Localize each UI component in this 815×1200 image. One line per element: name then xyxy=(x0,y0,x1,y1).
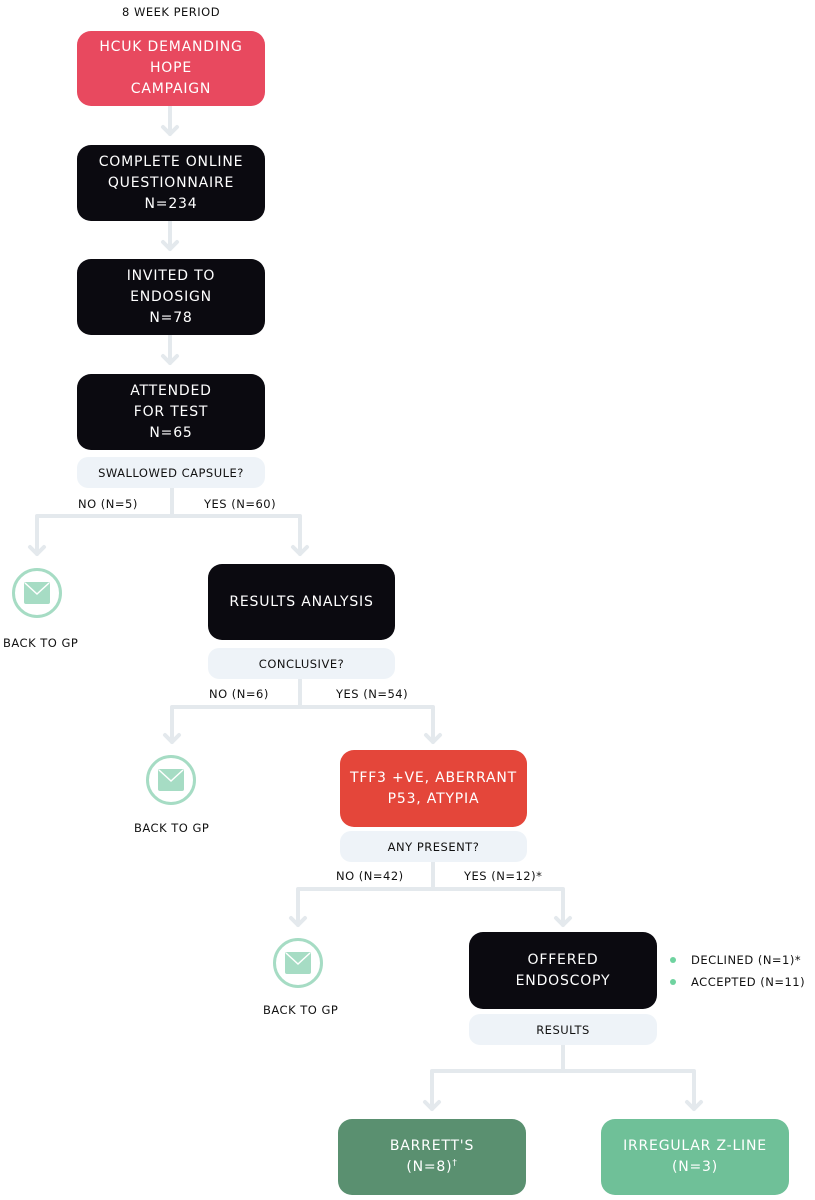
results-question: RESULTS xyxy=(469,1014,657,1045)
accepted-dot xyxy=(670,979,676,985)
connector xyxy=(430,1069,696,1111)
arrowhead xyxy=(291,545,309,556)
arrowhead xyxy=(685,1100,703,1111)
node-line: P53, ATYPIA xyxy=(387,790,480,807)
swallow-no-label: NO (N=5) xyxy=(78,497,138,511)
connector xyxy=(170,705,435,744)
node-line: INVITED TO xyxy=(126,267,216,284)
arrowhead xyxy=(28,545,46,556)
arrowhead xyxy=(423,1100,441,1111)
node-line: TFF3 +VE, ABERRANT xyxy=(350,769,517,786)
envelope-icon xyxy=(273,938,323,988)
attended-node: ATTENDED FOR TEST N=65 xyxy=(77,374,265,450)
swallow-yes-label: YES (N=60) xyxy=(204,497,277,511)
back-to-gp-label: BACK TO GP xyxy=(134,821,210,835)
node-count: N=78 xyxy=(149,309,193,326)
node-line: CAMPAIGN xyxy=(130,81,212,97)
envelope-glyph xyxy=(285,952,311,974)
conclusive-yes-label: YES (N=54) xyxy=(336,687,409,701)
node-count: (N=3) xyxy=(671,1159,719,1175)
envelope-icon xyxy=(146,755,196,805)
node-line: ENDOSCOPY xyxy=(515,972,611,989)
present-no-label: NO (N=42) xyxy=(336,869,404,883)
conclusive-question: CONCLUSIVE? xyxy=(208,648,395,679)
arrowhead xyxy=(424,733,442,744)
barretts-node: BARRETT'S (N=8)† xyxy=(338,1119,526,1195)
campaign-node: HCUK DEMANDING HOPE CAMPAIGN xyxy=(77,31,265,106)
back-to-gp-label: BACK TO GP xyxy=(263,1003,339,1017)
back-to-gp-label: BACK TO GP xyxy=(3,636,79,650)
node-line: RESULTS ANALYSIS xyxy=(229,593,374,610)
accepted-label: ACCEPTED (N=11) xyxy=(691,975,806,989)
arrowhead xyxy=(289,916,307,927)
envelope-glyph xyxy=(24,582,50,604)
any-present-question: ANY PRESENT? xyxy=(340,831,527,862)
arrowhead xyxy=(161,354,179,365)
arrowhead xyxy=(161,125,179,136)
node-line: HCUK DEMANDING HOPE xyxy=(99,39,243,76)
tff3-node: TFF3 +VE, ABERRANT P53, ATYPIA xyxy=(340,750,527,827)
node-count: N=234 xyxy=(144,195,198,212)
node-count: (N=8)† xyxy=(406,1158,458,1175)
irregular-zline-node: IRREGULAR Z-LINE (N=3) xyxy=(601,1119,789,1195)
period-label: 8 WEEK PERIOD xyxy=(122,5,221,19)
node-line: COMPLETE ONLINE xyxy=(98,153,244,170)
declined-dot xyxy=(670,957,676,963)
arrowhead xyxy=(163,733,181,744)
dagger-mark: † xyxy=(452,1158,458,1169)
invited-node: INVITED TO ENDOSIGN N=78 xyxy=(77,259,265,335)
offered-endoscopy-node: OFFERED ENDOSCOPY xyxy=(469,932,657,1009)
node-line: QUESTIONNAIRE xyxy=(107,174,235,191)
declined-label: DECLINED (N=1)* xyxy=(691,953,802,967)
node-line: ENDOSIGN xyxy=(130,288,212,305)
node-line: IRREGULAR Z-LINE xyxy=(623,1138,767,1154)
arrowhead xyxy=(554,916,572,927)
node-line: OFFERED xyxy=(527,951,599,968)
arrowhead xyxy=(161,240,179,251)
questionnaire-node: COMPLETE ONLINE QUESTIONNAIRE N=234 xyxy=(77,145,265,221)
results-analysis-node: RESULTS ANALYSIS xyxy=(208,564,395,640)
envelope-icon xyxy=(12,568,62,618)
node-line: BARRETT'S xyxy=(389,1138,475,1154)
conclusive-no-label: NO (N=6) xyxy=(209,687,269,701)
swallowed-question: SWALLOWED CAPSULE? xyxy=(77,457,265,488)
node-line: FOR TEST xyxy=(133,403,209,420)
connector xyxy=(296,887,565,927)
node-line: ATTENDED xyxy=(130,382,212,399)
node-count: N=65 xyxy=(149,424,193,441)
present-yes-label: YES (N=12)* xyxy=(464,869,543,883)
envelope-glyph xyxy=(158,769,184,791)
connector xyxy=(35,514,302,556)
